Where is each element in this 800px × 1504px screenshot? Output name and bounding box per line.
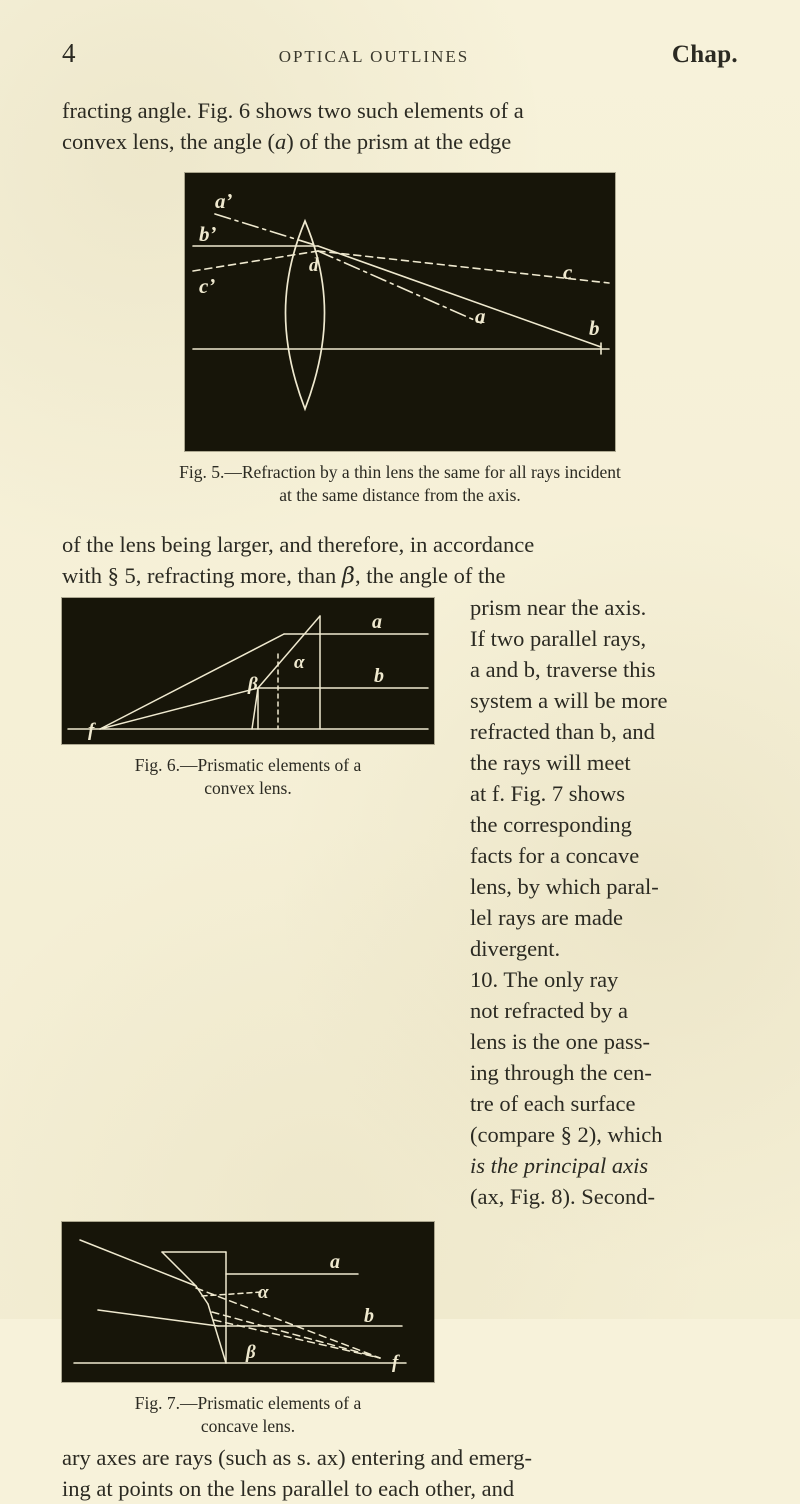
text-line: convex lens, the angle (a) of the prism … [62, 126, 738, 157]
text-line-content: ary axes are rays (such as s. ax) enteri… [62, 1445, 533, 1470]
paragraph-tail: ary axes are rays (such as s. ax) enteri… [62, 1442, 738, 1504]
text-line: If two parallel rays, [470, 626, 647, 651]
running-head: 4 OPTICAL OUTLINES Chap. [62, 0, 738, 69]
text-line: lens, by which paral- [470, 874, 659, 899]
text-line: 10. The only ray [470, 967, 619, 992]
chapter-marker: Chap. [671, 41, 738, 68]
text-line-content: fracting angle. Fig. 6 shows two such el… [62, 98, 524, 123]
paragraph-top: fracting angle. Fig. 6 shows two such el… [62, 95, 738, 157]
figure-6-caption-line-1: Fig. 6.—Prismatic elements of a [134, 755, 362, 775]
figure-5-label-b: b [589, 316, 600, 340]
figure-6-plate: a b α β f [62, 598, 434, 744]
figure-7-label-alpha: α [258, 1282, 269, 1303]
figure-6: a b α β f Fig. 6.—Prismatic elements of … [62, 598, 434, 800]
figure-5-label-a: a [475, 304, 486, 328]
figure-7-caption: Fig. 7.—Prismatic elements of a concave … [62, 1392, 434, 1438]
figure-7-caption-line-2: concave lens. [200, 1416, 296, 1436]
figure-5-caption: Fig. 5.—Refraction by a thin lens the sa… [62, 461, 738, 507]
figure-5-label-c-prime: c’ [199, 274, 215, 298]
figure-6-label-a: a [372, 611, 382, 633]
text-line: system a will be more [470, 688, 668, 713]
text-line: ary axes are rays (such as s. ax) enteri… [62, 1442, 738, 1473]
text-line: ing at points on the lens parallel to ea… [62, 1473, 738, 1504]
text-line: of the lens being larger, and therefore,… [62, 529, 738, 560]
text-line: is the principal axis [470, 1153, 649, 1178]
text-line: a and b, traverse this [470, 657, 656, 682]
figure-7-label-beta: β [245, 1342, 256, 1363]
text-line: at f. Fig. 7 shows [470, 781, 626, 806]
text-line: not refracted by a [470, 998, 629, 1023]
text-line-content: , the angle of the [354, 563, 506, 588]
text-line-content: of the lens being larger, and therefore,… [62, 532, 535, 557]
text-line: lens is the one pass- [470, 1029, 650, 1054]
text-line: lel rays are made [470, 905, 624, 930]
math-symbol-a: a [275, 129, 287, 154]
text-line: prism near the axis. [470, 595, 647, 620]
figure-5-caption-line-2: at the same distance from the axis. [279, 485, 521, 505]
right-column-lines: prism near the axis. If two parallel ray… [470, 592, 738, 1212]
text-line: refracted than b, and [470, 719, 655, 744]
text-line: tre of each surface [470, 1091, 636, 1116]
text-line: divergent. [470, 936, 561, 961]
figure-6-label-alpha: α [294, 652, 305, 673]
math-symbol-beta: β [341, 563, 355, 589]
figure-5-diagram: a’ b’ c’ d a c b [185, 173, 615, 451]
text-line: (ax, Fig. 8). Second- [470, 1184, 655, 1209]
figure-7: a b α β f Fig. 7.—Prismatic elements of … [62, 1222, 434, 1438]
page-number: 4 [62, 38, 76, 68]
figure-6-label-b: b [374, 665, 384, 687]
text-line: facts for a concave [470, 843, 640, 868]
figure-5-plate: a’ b’ c’ d a c b [185, 173, 615, 451]
text-line: ing through the cen- [470, 1060, 652, 1085]
figure-7-diagram: a b α β f [62, 1222, 434, 1382]
right-column-text: prism near the axis. If two parallel ray… [470, 592, 738, 1212]
figure-5-label-b-prime: b’ [199, 222, 217, 246]
paragraph-mid: of the lens being larger, and therefore,… [62, 529, 738, 592]
figure-6-diagram: a b α β f [62, 598, 434, 744]
figure-5-caption-line-1: Fig. 5.—Refraction by a thin lens the sa… [179, 462, 621, 482]
text-line: the corresponding [470, 812, 632, 837]
figure-7-label-b: b [364, 1305, 374, 1327]
figure-6-label-f: f [88, 720, 96, 741]
text-line-content: ing at points on the lens parallel to ea… [62, 1476, 515, 1501]
figure-5-label-d: d [309, 255, 319, 276]
text-line-content: ) of the prism at the edge [286, 129, 512, 154]
figure-6-label-beta: β [247, 674, 258, 695]
text-line: (compare § 2), which [470, 1122, 663, 1147]
text-line: the rays will meet [470, 750, 631, 775]
text-line: with § 5, refracting more, than β, the a… [62, 560, 738, 592]
text-line: fracting angle. Fig. 6 shows two such el… [62, 95, 738, 126]
running-title: OPTICAL OUTLINES [278, 47, 470, 66]
figure-7-plate: a b α β f [62, 1222, 434, 1382]
text-line-content: with § 5, refracting more, than [62, 563, 342, 588]
figure-7-label-a: a [330, 1251, 340, 1273]
figure-5-label-a-prime: a’ [215, 189, 233, 213]
figure-6-caption: Fig. 6.—Prismatic elements of a convex l… [62, 754, 434, 800]
text-line-content: convex lens, the angle ( [62, 129, 276, 154]
figure-7-caption-line-1: Fig. 7.—Prismatic elements of a [134, 1393, 362, 1413]
figure-5: a’ b’ c’ d a c b Fig. 5.—Refraction by a… [62, 173, 738, 507]
figure-5-label-c: c [563, 260, 573, 284]
figure-6-caption-line-2: convex lens. [204, 778, 292, 798]
